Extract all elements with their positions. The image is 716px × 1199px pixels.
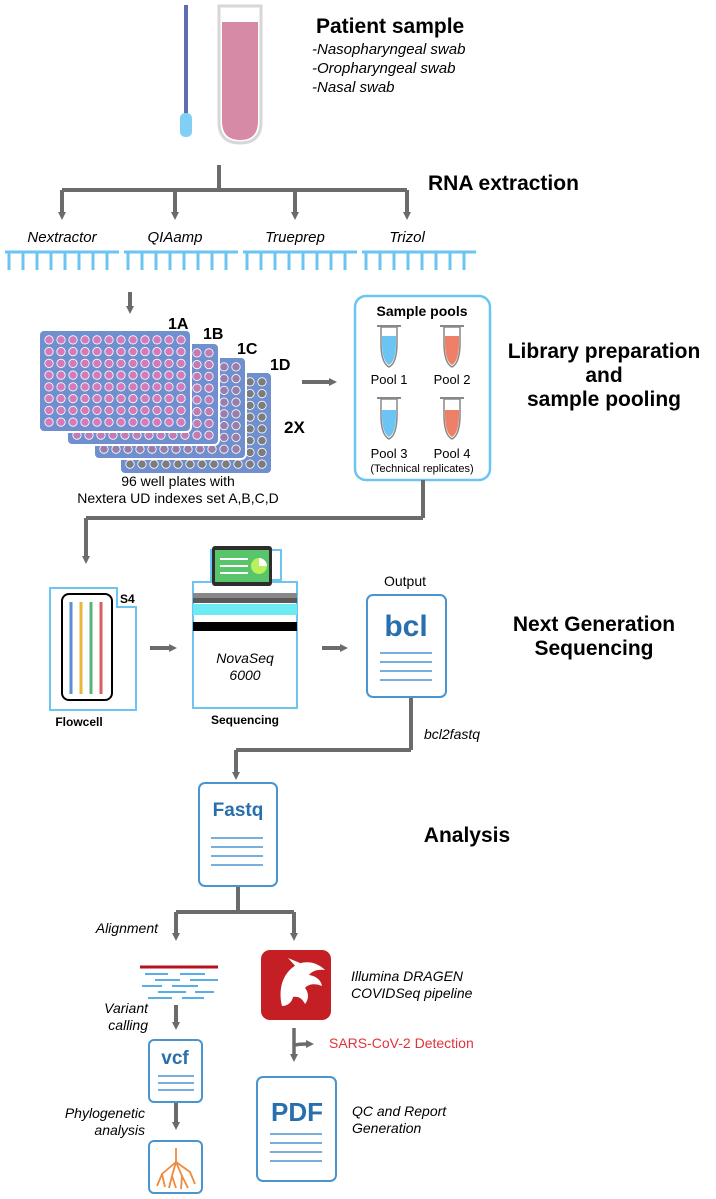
rna-extraction-title: RNA extraction — [428, 172, 579, 195]
bcl2fastq-label: bcl2fastq — [424, 726, 480, 742]
pdf-report-icon — [256, 1076, 337, 1182]
strip-tubes-icons — [5, 250, 476, 270]
ngs-title-line1: Next Generation — [513, 613, 675, 636]
alignment-reads-icon — [140, 965, 218, 999]
plate-multiplier: 2X — [284, 418, 305, 437]
pool-4-tube-icon — [440, 397, 464, 440]
flowcell-label: Flowcell — [55, 715, 102, 729]
fastq-file-label: Fastq — [213, 800, 264, 821]
phylogenetic-line1: Phylogenetic — [65, 1105, 145, 1121]
bcl-file-label: bcl — [384, 610, 427, 643]
output-label: Output — [384, 573, 426, 589]
patient-sample-title: Patient sample — [316, 15, 464, 38]
dragen-output-connector — [290, 1028, 314, 1062]
technical-replicates-note: (Technical replicates) — [370, 463, 473, 475]
report-line2: Generation — [352, 1120, 421, 1136]
pool-4-label: Pool 4 — [434, 446, 471, 461]
flowcell-s4-tag: S4 — [120, 592, 135, 606]
strip-tube-icon — [362, 250, 476, 270]
pool-2-tube-icon — [440, 325, 464, 368]
pool-1-tube-icon — [377, 325, 401, 368]
phylogenetic-tree-icon — [148, 1140, 203, 1194]
bcl-to-fastq-connector — [232, 698, 413, 780]
method-nextractor: Nextractor — [27, 229, 97, 246]
library-title-line3: sample pooling — [527, 388, 681, 411]
dragen-line1: Illumina DRAGEN — [351, 968, 464, 984]
swab-type-2: -Oropharyngeal swab — [312, 60, 455, 77]
phylogenetic-line2: analysis — [94, 1122, 145, 1138]
plate-label-1c: 1C — [237, 341, 258, 358]
method-qiaamp: QIAamp — [147, 229, 202, 246]
sample-pools-title: Sample pools — [376, 303, 467, 319]
pool-2-label: Pool 2 — [434, 372, 471, 387]
strip-tube-icon — [243, 250, 357, 270]
extraction-connector — [58, 165, 411, 220]
strip-tube-icon — [5, 250, 119, 270]
sars-cov2-detection-label: SARS-CoV-2 Detection — [329, 1035, 474, 1051]
strip-tube-icon — [124, 250, 238, 270]
fastq-branch-connector — [172, 887, 298, 941]
variant-calling-line2: calling — [108, 1017, 148, 1033]
alignment-label: Alignment — [95, 920, 159, 936]
novaseq-sequencer-icon — [192, 546, 298, 709]
plates-caption-line2: Nextera UD indexes set A,B,C,D — [77, 490, 279, 506]
method-trizol: Trizol — [389, 229, 425, 246]
bcl-file-icon — [366, 594, 447, 698]
pool-3-label: Pool 3 — [371, 446, 408, 461]
plate-label-1b: 1B — [203, 326, 223, 343]
plate-1a — [38, 329, 192, 433]
vcf-file-label: vcf — [161, 1048, 189, 1069]
sample-tube-icon — [217, 4, 263, 145]
dragen-line2: COVIDSeq pipeline — [351, 985, 473, 1001]
variant-calling-line1: Variant — [104, 1000, 149, 1016]
plates-caption-line1: 96 well plates with — [121, 473, 235, 489]
library-title-line2: and — [585, 364, 622, 387]
report-line1: QC and Report — [352, 1103, 447, 1119]
dragen-logo-icon — [261, 950, 331, 1020]
swab-type-3: -Nasal swab — [312, 79, 395, 96]
sample-pools-box: Sample pools Pool 1 Pool 2 Pool 3 Pool 4… — [353, 294, 492, 482]
plate-label-1a: 1A — [168, 316, 189, 333]
pools-to-sequencing-connector — [82, 480, 425, 564]
method-trueprep: Trueprep — [265, 229, 325, 246]
plate-label-1d: 1D — [270, 357, 290, 374]
flowcell-icon — [49, 587, 137, 711]
pdf-file-label: PDF — [271, 1097, 323, 1127]
analysis-title: Analysis — [424, 824, 510, 847]
pool-3-tube-icon — [377, 397, 401, 440]
ngs-title-line2: Sequencing — [534, 637, 653, 660]
fastq-file-icon — [198, 782, 278, 887]
sequencer-model-line1: NovaSeq — [216, 650, 274, 666]
vcf-file-icon — [148, 1039, 203, 1103]
sequencing-label: Sequencing — [211, 713, 279, 727]
pool-1-label: Pool 1 — [371, 372, 408, 387]
swab-type-1: -Nasopharyngeal swab — [312, 41, 465, 58]
swab-icon — [180, 5, 192, 137]
library-title-line1: Library preparation — [508, 340, 701, 363]
sequencer-model-line2: 6000 — [229, 667, 260, 683]
plate-stack — [38, 329, 273, 475]
